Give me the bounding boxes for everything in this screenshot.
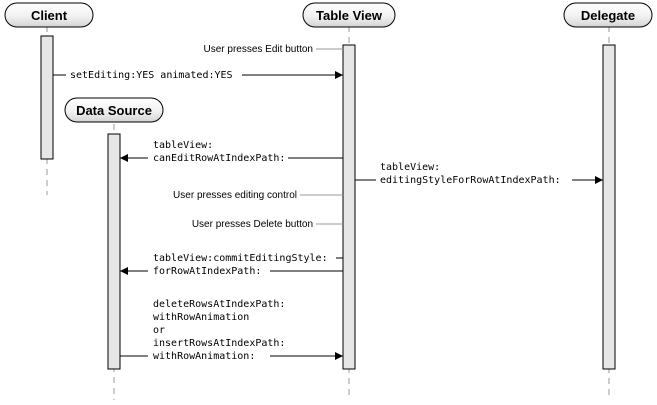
message-editing-style-line2: editingStyleForRowAtIndexPath: [380,175,561,186]
delegate-activation-bar [602,44,616,370]
table-view-actor-label: Table View [316,8,383,23]
note-edit-button: User presses Edit button [204,44,314,55]
message-set-editing: setEditing:YES animated:YES [70,70,233,81]
client-actor: Client [4,2,94,28]
message-rows-line3: or [153,325,165,336]
message-editing-style-line1: tableView: [380,162,440,173]
delegate-actor: Delegate [563,2,653,28]
client-activation-bar [40,35,54,160]
message-rows-line5: withRowAnimation: [153,351,255,362]
note-editing-control: User presses editing control [173,190,297,201]
client-actor-label: Client [31,8,68,23]
message-can-edit-line1: tableView: [153,140,213,151]
message-rows-line1: deleteRowsAtIndexPath: [153,299,285,310]
message-commit-line2: forRowAtIndexPath: [153,266,261,277]
message-commit-line1: tableView:commitEditingStyle: [153,253,328,264]
data-source-actor-label: Data Source [76,103,152,118]
message-rows-line2: withRowAnimation [153,312,249,323]
delegate-actor-label: Delegate [581,8,635,23]
message-rows-line4: insertRowsAtIndexPath: [153,338,285,349]
message-can-edit-line2: canEditRowAtIndexPath: [153,153,285,164]
table-view-actor: Table View [302,2,396,28]
data-source-activation-bar [107,133,121,370]
note-delete-button: User presses Delete button [192,219,313,230]
data-source-actor: Data Source [64,97,164,123]
table-view-activation-bar [342,44,356,370]
